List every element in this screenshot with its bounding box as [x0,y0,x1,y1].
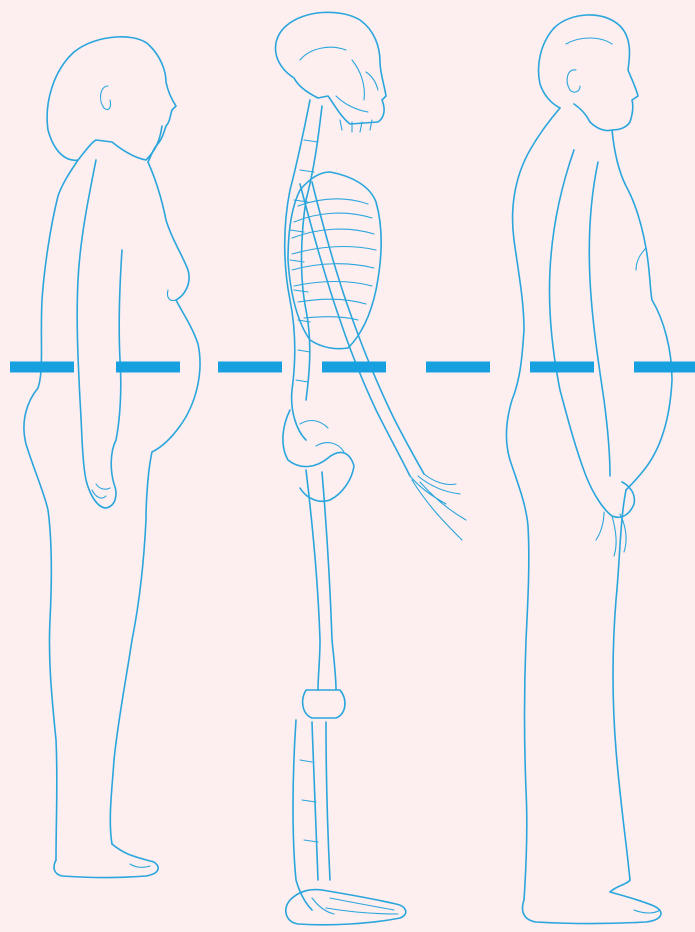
diagram-background [0,0,695,932]
body-profile-diagram [0,0,695,932]
